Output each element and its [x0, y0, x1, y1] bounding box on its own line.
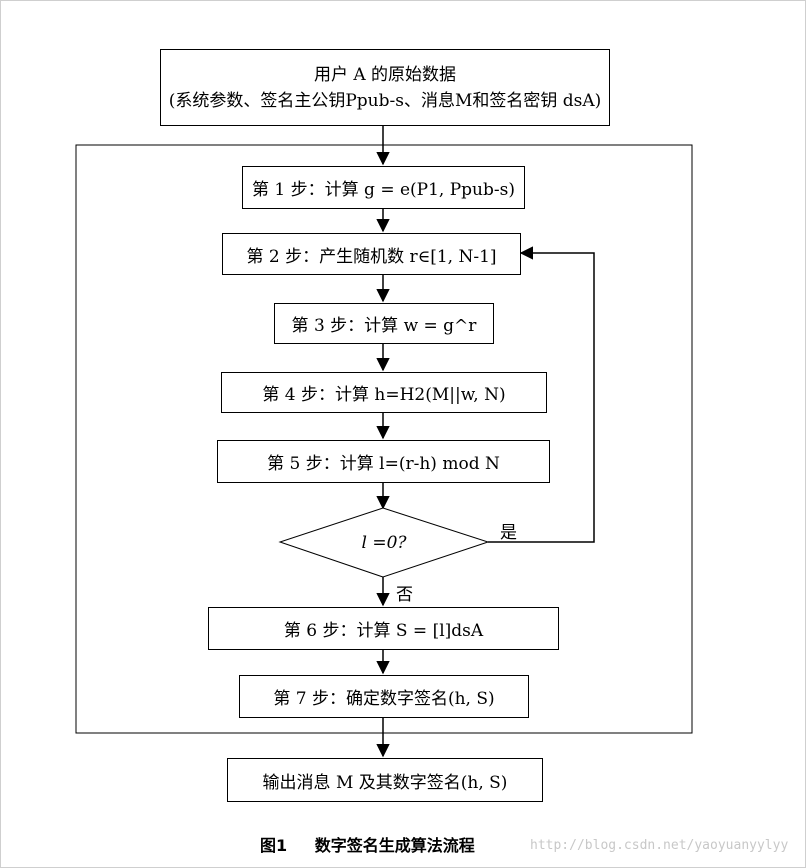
- output-box: 输出消息 M 及其数字签名(h, S): [227, 758, 543, 802]
- step-6-text: 第 6 步：计算 S = [l]dsA: [283, 621, 484, 641]
- decision-diamond: [278, 507, 490, 578]
- input-box-detail: (系统参数、签名主公钥Ppub-s、消息M和签名密钥 dsA): [168, 90, 602, 111]
- step-2-box: 第 2 步：产生随机数 r∈[1, N-1]: [222, 233, 521, 275]
- step-3-text: 第 3 步：计算 w = g^r: [291, 316, 477, 336]
- step-1-box: 第 1 步：计算 g = e(P1, Ppub-s): [242, 166, 525, 209]
- step-2-text: 第 2 步：产生随机数 r∈[1, N-1]: [246, 246, 497, 267]
- step-5-box: 第 5 步：计算 l=(r-h) mod N: [217, 440, 550, 483]
- step-4-text: 第 4 步：计算 h=H2(M||w, N): [262, 385, 506, 405]
- step-7-box: 第 7 步：确定数字签名(h, S): [239, 675, 529, 718]
- input-box-title: 用户 A 的原始数据: [313, 64, 457, 85]
- decision-text: l =0?: [361, 533, 407, 553]
- figure-caption: 图1 数字签名生成算法流程: [260, 832, 475, 856]
- step-3-box: 第 3 步：计算 w = g^r: [274, 303, 494, 344]
- process-container: [75, 144, 693, 734]
- step-5-text: 第 5 步：计算 l=(r-h) mod N: [267, 454, 500, 474]
- input-data-box: 用户 A 的原始数据 (系统参数、签名主公钥Ppub-s、消息M和签名密钥 ds…: [160, 49, 610, 126]
- watermark-url: http://blog.csdn.net/yaoyuanyylyy: [530, 838, 789, 853]
- step-4-box: 第 4 步：计算 h=H2(M||w, N): [221, 372, 547, 413]
- yes-loop-arrow: [488, 246, 595, 543]
- yes-label: 是: [500, 523, 517, 543]
- step-6-box: 第 6 步：计算 S = [l]dsA: [208, 607, 559, 650]
- output-box-text: 输出消息 M 及其数字签名(h, S): [262, 772, 508, 793]
- step-7-text: 第 7 步：确定数字签名(h, S): [273, 689, 495, 709]
- figure-number: 图1: [260, 836, 288, 855]
- figure-title: 数字签名生成算法流程: [314, 836, 475, 855]
- no-label: 否: [396, 585, 413, 605]
- step-1-text: 第 1 步：计算 g = e(P1, Ppub-s): [252, 180, 515, 200]
